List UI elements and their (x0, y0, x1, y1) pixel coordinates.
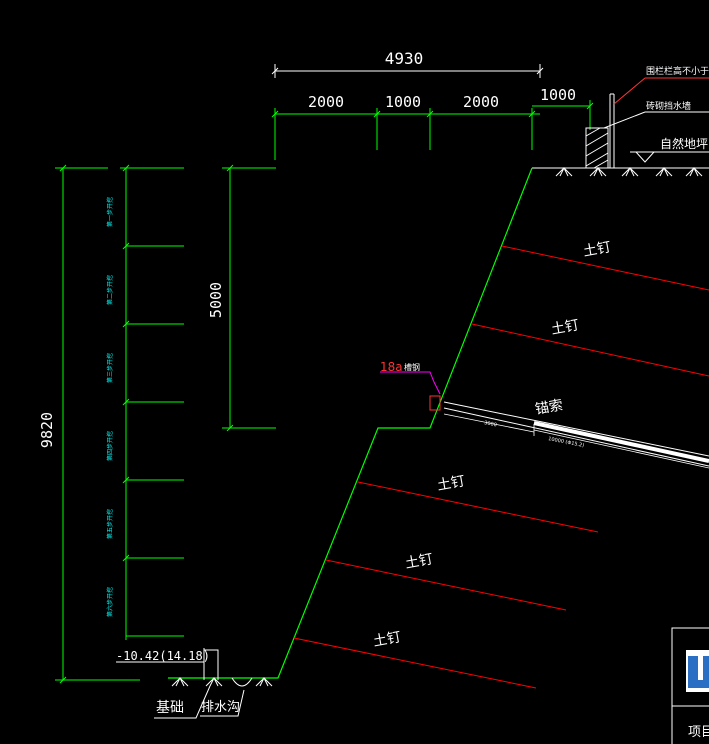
nail-label: 土钉 (582, 239, 612, 260)
base-elevation-text: -10.42(14.18) (116, 649, 210, 663)
nail-label: 土钉 (404, 551, 434, 572)
step-label: 第四步开挖 (106, 431, 114, 461)
title-block (671, 627, 709, 744)
leader-lines-white (603, 111, 709, 163)
step-label: 第一步开挖 (106, 197, 114, 227)
nail-label: 土钉 (436, 473, 466, 494)
steel-size: 18a (380, 360, 403, 374)
anchor-length-1: 3000 (484, 420, 498, 428)
wall-note: 砖砌挡水墙 (646, 100, 691, 112)
step-label: 第二步开挖 (106, 275, 114, 305)
steel-suffix: 槽钢 (404, 362, 420, 372)
drain-label: 排水沟 (201, 700, 240, 715)
fence-and-wall (532, 93, 709, 169)
dim-top-seg1: 2000 (308, 93, 344, 111)
soil-nails (293, 245, 709, 689)
dim-top-total-text: 4930 (385, 49, 424, 68)
dim-top-total (271, 64, 544, 78)
dim-top-segments (271, 100, 594, 160)
step-label: 第五步开挖 (106, 509, 114, 539)
leader-lines (613, 77, 709, 105)
dim-top-right: 1000 (540, 86, 576, 104)
ground-hatch (555, 166, 703, 177)
dim-vert-mid (222, 164, 276, 432)
step-label: 第六步开挖 (106, 587, 114, 617)
dim-vert-total-text: 9820 (38, 412, 56, 448)
step-label: 第三步开挖 (106, 353, 114, 383)
steel-callout (380, 371, 441, 411)
anchor-cable (443, 401, 709, 469)
nail-label: 土钉 (550, 317, 580, 338)
dim-top-seg3: 2000 (463, 93, 499, 111)
base-elevation (116, 648, 219, 680)
foundation-label: 基础 (156, 699, 184, 716)
foundation-drain (154, 676, 273, 719)
dim-vert-mid-text: 5000 (207, 282, 225, 318)
dim-top-seg2: 1000 (385, 93, 421, 111)
company-logo (686, 650, 709, 692)
step-labels: 第一步开挖 第二步开挖 第三步开挖 第四步开挖 第五步开挖 第六步开挖 (106, 197, 114, 617)
nail-label: 土钉 (372, 629, 402, 650)
step-ruler (120, 164, 184, 640)
title-block-text: 项目 (688, 725, 709, 740)
nail-labels: 土钉 土钉 土钉 土钉 土钉 (372, 239, 612, 650)
rail-note: 围栏栏高不小于1.2米 (646, 65, 709, 77)
ground-label: 自然地坪 (660, 136, 708, 151)
slope-profile (168, 167, 533, 679)
dim-vert-total (55, 164, 140, 684)
anchor-label: 锚索 (534, 396, 565, 418)
